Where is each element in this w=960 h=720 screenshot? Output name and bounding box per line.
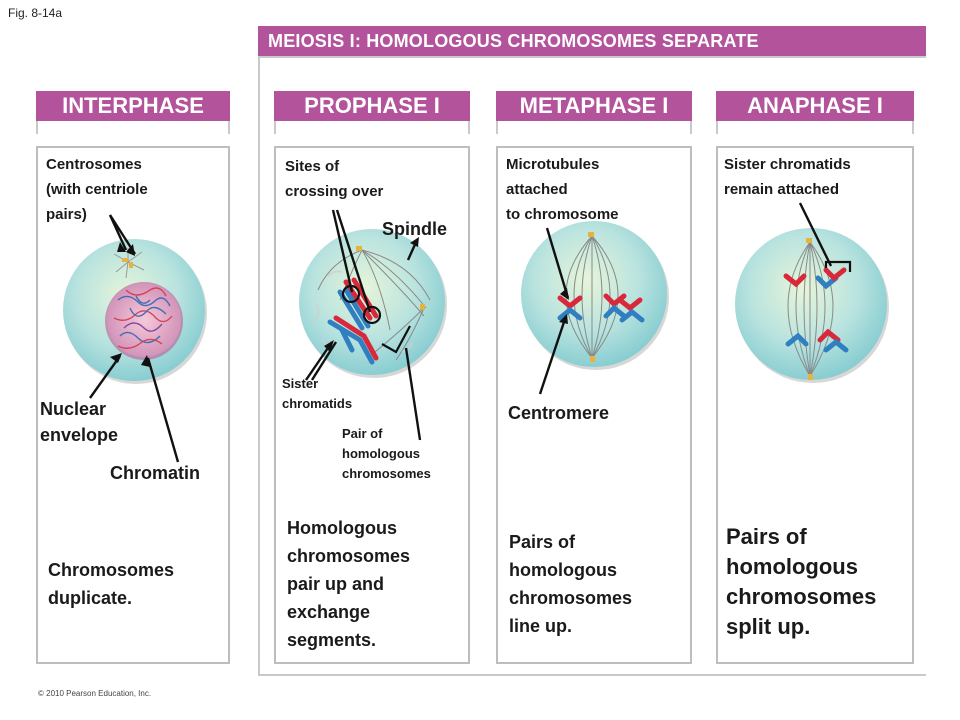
meiosis-banner: MEIOSIS I: HOMOLOGOUS CHROMOSOMES SEPARA… (258, 26, 926, 56)
interphase-cell (63, 239, 207, 384)
title-bracket-prophase (274, 121, 470, 134)
description-metaphase: Pairs of homologous chromosomes line up. (509, 532, 633, 636)
label-nuclear-envelope: Nuclear envelope (40, 399, 119, 445)
label-chromatin: Chromatin (110, 463, 200, 483)
phase-title-interphase: INTERPHASE (36, 91, 230, 121)
title-bracket-interphase (36, 121, 230, 134)
label-spindle: Spindle (382, 219, 448, 239)
title-bracket-anaphase (716, 121, 914, 134)
meiosis-bracket (258, 56, 926, 676)
metaphase-cell (521, 221, 669, 370)
description-prophase: Homologous chromosomes pair up and excha… (287, 518, 411, 650)
description-interphase: Chromosomes duplicate. (48, 560, 175, 608)
description-anaphase: Pairs of homologous chromosomes split up… (726, 524, 877, 639)
label-sites-crossing-over: Sites of crossing over (285, 158, 384, 200)
anaphase-cell (735, 228, 889, 383)
label-centrosomes: Centrosomes (with centriole pairs) (46, 156, 148, 223)
label-pair-homologous: Pair of homologous chromosomes (342, 426, 431, 481)
prophase-cell (299, 229, 447, 378)
phase-title-prophase: PROPHASE I (274, 91, 470, 121)
copyright: © 2010 Pearson Education, Inc. (38, 689, 152, 698)
label-sister-chromatids: Sister chromatids (282, 376, 353, 411)
figure-label: Fig. 8-14a (8, 6, 63, 20)
arrowhead (117, 242, 126, 252)
label-sister-chromatids-remain: Sister chromatids remain attached (724, 156, 851, 198)
phase-title-anaphase: ANAPHASE I (716, 91, 914, 121)
phase-title-metaphase: METAPHASE I (496, 91, 692, 121)
panel-interphase (36, 146, 230, 664)
label-microtubules: Microtubules attached to chromosome (506, 156, 619, 223)
label-centromere: Centromere (508, 403, 610, 423)
title-bracket-metaphase (496, 121, 692, 134)
